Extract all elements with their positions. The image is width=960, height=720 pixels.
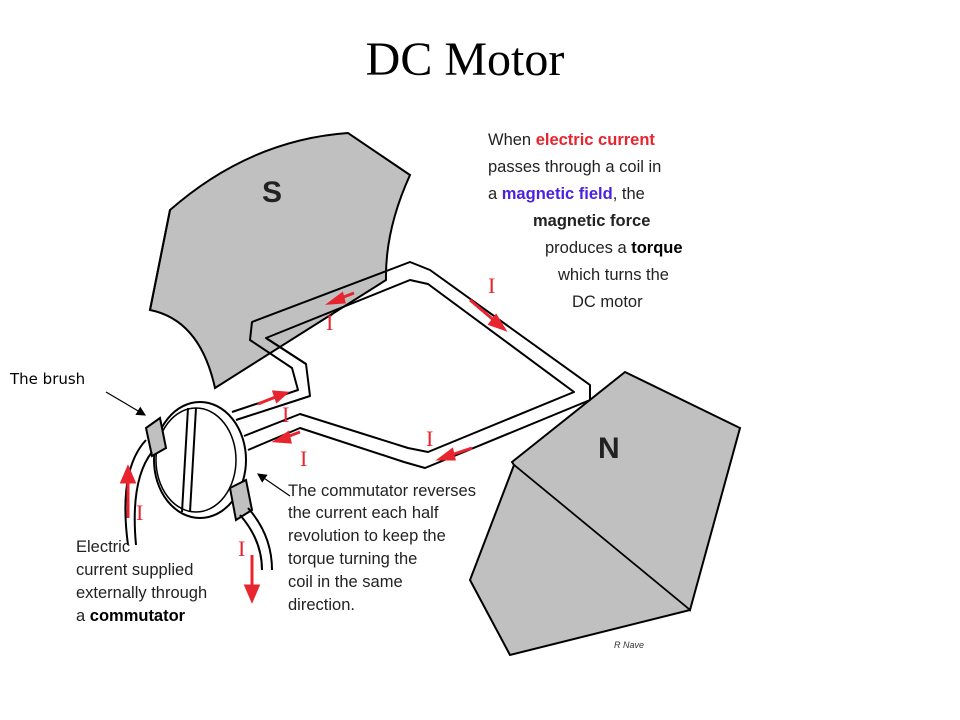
commutator-note-line-3: revolution to keep the [288, 527, 446, 545]
commutator-note-line-4: torque turning the [288, 550, 417, 568]
current-label-2: I [326, 310, 333, 335]
current-label-3: I [282, 402, 289, 427]
explanation-line-2: passes through a coil in [488, 158, 661, 176]
commutator-note: The commutator reverses the current each… [288, 482, 476, 614]
north-magnet: N [468, 370, 742, 657]
image-credit: R Nave [614, 640, 644, 650]
current-label-7: I [238, 536, 245, 561]
current-arrows [119, 291, 508, 604]
commutator-pointer-arrow [257, 473, 291, 497]
current-label-4: I [300, 446, 307, 471]
current-label-6: I [136, 500, 143, 525]
commutator-note-line-2: the current each half [288, 504, 439, 522]
coil [231, 261, 591, 469]
north-pole-label: N [598, 432, 620, 465]
explanation-line-3: a magnetic field, the [488, 185, 645, 203]
brush-label: The brush [9, 370, 85, 388]
supply-note: Electric current supplied externally thr… [76, 538, 207, 625]
commutator-note-line-1: The commutator reverses [288, 482, 476, 500]
current-label-1: I [488, 273, 495, 298]
explanation-line-5: produces a torque [545, 239, 683, 257]
slide-title: DC Motor [365, 33, 565, 86]
supply-note-line-1: Electric [76, 538, 130, 556]
brushes [144, 416, 254, 522]
explanation-line-4: magnetic force [533, 212, 650, 230]
commutator-note-line-6: direction. [288, 596, 355, 614]
current-label-5: I [426, 426, 433, 451]
south-pole-label: S [262, 176, 282, 209]
supply-note-line-3: externally through [76, 584, 207, 602]
commutator [153, 401, 247, 519]
south-magnet: S [148, 131, 412, 390]
explanation-line-1: When electric current [488, 131, 655, 149]
explanation-line-6: which turns the [557, 266, 669, 284]
commutator-note-line-5: coil in the same [288, 573, 403, 591]
brush-pointer-arrow [105, 391, 147, 416]
supply-note-line-2: current supplied [76, 561, 193, 579]
explanation-line-7: DC motor [572, 293, 643, 311]
supply-note-line-4: a commutator [76, 607, 186, 625]
explanation-text: When electric current passes through a c… [488, 131, 683, 311]
